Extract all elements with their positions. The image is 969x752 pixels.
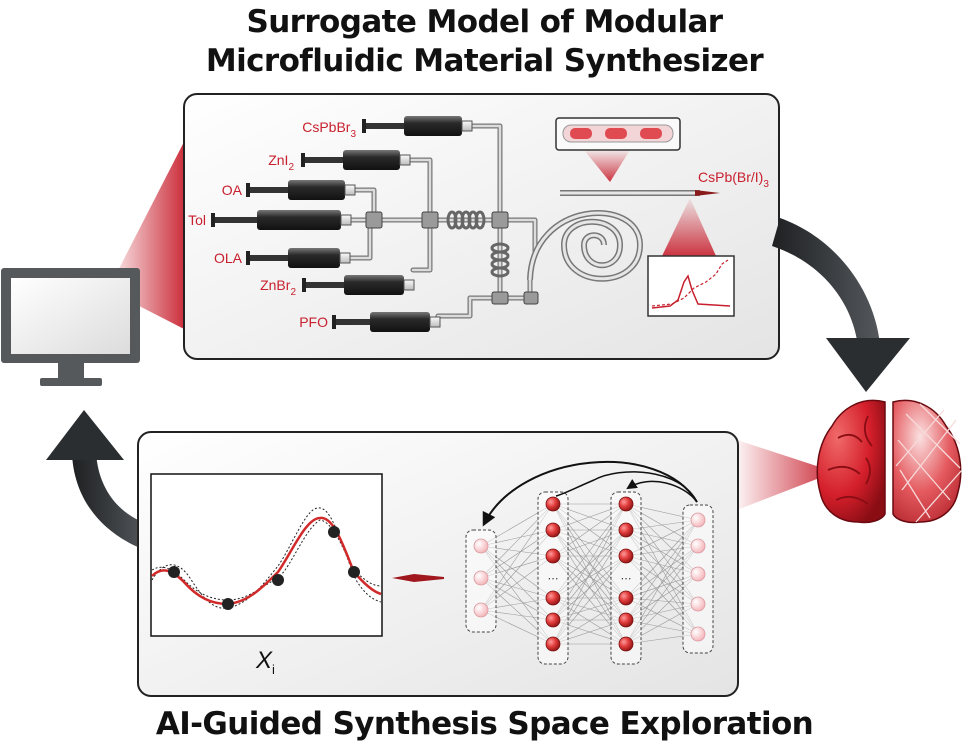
syringe-oa — [246, 180, 356, 200]
mixing-coil-horizontal — [446, 210, 486, 230]
reagent-label-znbr2: ZnBr2 — [260, 277, 296, 298]
nn-node — [690, 566, 706, 582]
nn-node — [618, 496, 634, 512]
brain-beam — [737, 440, 835, 510]
reagent-label-pfo: PFO — [299, 314, 328, 330]
reagent-label-ola: OLA — [214, 250, 243, 266]
cycle-arrow-icon — [772, 218, 910, 392]
syringe-znbr2 — [302, 275, 415, 295]
syringe-tol — [211, 210, 352, 230]
nn-node — [545, 522, 561, 538]
nn-node — [473, 538, 489, 554]
bottom-title: AI-Guided Synthesis Space Exploration — [155, 706, 814, 742]
nn-node — [545, 612, 561, 628]
droplet-inset — [555, 117, 681, 182]
nn-node — [690, 538, 706, 554]
nn-to-plot-arrow — [392, 574, 444, 582]
nn-node — [690, 512, 706, 528]
nn-node — [618, 636, 634, 652]
mixing-coil-vertical — [490, 242, 510, 278]
nn-node — [690, 596, 706, 612]
nn-node — [618, 590, 634, 606]
spectrum-inset — [647, 198, 735, 317]
nn-node — [545, 590, 561, 606]
return-arrow-icon — [46, 410, 148, 548]
syringe-ola — [246, 248, 351, 268]
reagent-label-cspbbr3: CsPbBr3 — [302, 119, 356, 140]
product-label: CsPb(Br/I)3 — [698, 169, 769, 190]
syringe-pfo — [332, 312, 441, 332]
nn-node — [545, 548, 561, 564]
product-arrow — [695, 190, 720, 196]
spiral-reactor — [527, 190, 700, 282]
syringes — [211, 116, 473, 332]
syringe-cspbbr3 — [362, 116, 473, 136]
svg-text:⋯: ⋯ — [621, 572, 632, 585]
syringe-zni2 — [301, 150, 411, 170]
surrogate-plot — [150, 473, 383, 637]
nn-node — [690, 626, 706, 642]
nn-node — [545, 636, 561, 652]
nn-node — [618, 548, 634, 564]
nn-node — [473, 570, 489, 586]
reagent-label-tol: Tol — [188, 212, 206, 228]
plot-axis-label: Xi — [255, 647, 275, 677]
neural-network: ⋯ ⋯ — [465, 460, 714, 665]
nn-node — [618, 522, 634, 538]
junctions — [365, 211, 539, 305]
nn-node — [473, 602, 489, 618]
reagent-label-oa: OA — [222, 182, 243, 198]
nn-node — [618, 612, 634, 628]
brain-icon — [816, 399, 963, 524]
diagram-title-line-2: Microfluidic Material Synthesizer — [205, 43, 764, 79]
diagram-title-line-1: Surrogate Model of Modular — [246, 4, 723, 40]
monitor-icon — [1, 268, 140, 386]
svg-text:⋯: ⋯ — [548, 572, 559, 585]
reagent-label-zni2: ZnI2 — [268, 152, 294, 173]
nn-node — [545, 496, 561, 512]
